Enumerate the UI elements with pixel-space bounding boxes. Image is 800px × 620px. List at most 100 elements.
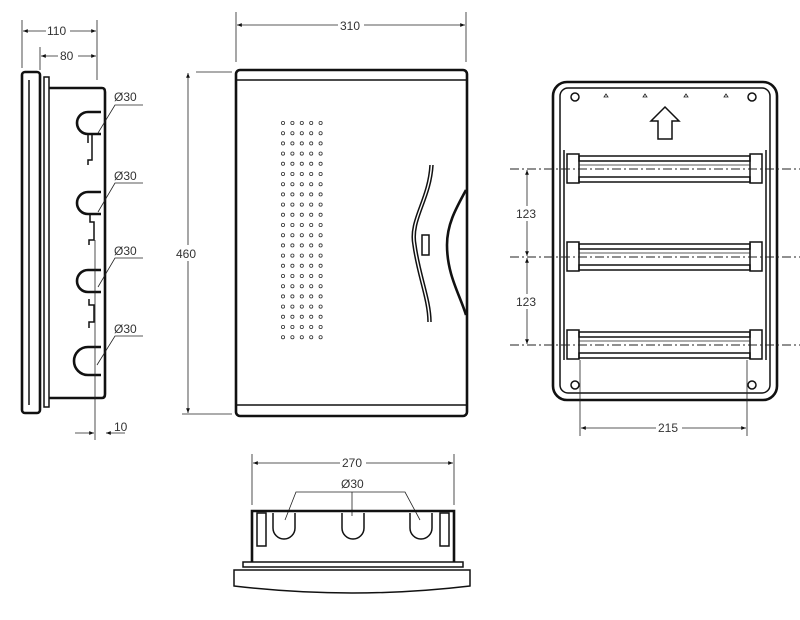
dim-width-bottom: 270 xyxy=(342,456,362,470)
vent-hole xyxy=(309,273,314,278)
dim-mount-width: 215 xyxy=(658,421,678,435)
vent-hole xyxy=(280,273,285,278)
vent-hole xyxy=(299,273,304,278)
vent-hole xyxy=(280,335,285,340)
vent-hole xyxy=(290,161,295,166)
din-rail xyxy=(566,153,763,184)
vent-hole xyxy=(290,263,295,268)
vent-hole xyxy=(280,314,285,319)
vent-hole xyxy=(280,182,285,187)
vent-hole xyxy=(309,263,314,268)
vent-hole xyxy=(290,171,295,176)
vent-hole xyxy=(309,294,314,299)
vent-hole xyxy=(318,314,323,319)
vent-hole xyxy=(290,202,295,207)
vent-hole xyxy=(318,192,323,197)
vent-hole xyxy=(318,182,323,187)
vent-hole xyxy=(309,335,314,340)
vent-hole xyxy=(318,233,323,238)
dim-height: 460 xyxy=(176,247,196,261)
vent-hole xyxy=(280,192,285,197)
vent-hole xyxy=(318,273,323,278)
vent-hole xyxy=(290,222,295,227)
vent-hole xyxy=(290,294,295,299)
dim-width-front: 310 xyxy=(340,19,360,33)
din-rail xyxy=(566,329,763,360)
vent-hole xyxy=(290,314,295,319)
vent-hole xyxy=(290,212,295,217)
vent-hole xyxy=(280,212,285,217)
vent-hole xyxy=(318,151,323,156)
vent-hole xyxy=(290,121,295,126)
vent-hole xyxy=(318,284,323,289)
side-knockout-label-4: Ø30 xyxy=(114,322,137,336)
vent-hole xyxy=(309,161,314,166)
vent-hole xyxy=(290,192,295,197)
vent-hole xyxy=(280,253,285,258)
din-rail xyxy=(566,241,763,272)
vent-hole xyxy=(290,141,295,146)
vent-hole xyxy=(318,263,323,268)
vent-hole xyxy=(309,171,314,176)
vent-hole xyxy=(318,253,323,258)
vent-hole xyxy=(309,131,314,136)
vent-hole xyxy=(290,273,295,278)
up-arrow-icon xyxy=(649,105,681,140)
vent-hole xyxy=(299,141,304,146)
vent-hole xyxy=(299,304,304,309)
vent-hole xyxy=(280,141,285,146)
bottom-view: 270 Ø30 xyxy=(233,454,471,594)
vent-hole xyxy=(309,284,314,289)
vent-hole xyxy=(290,182,295,187)
vent-hole xyxy=(309,324,314,329)
vent-hole xyxy=(299,233,304,238)
vent-hole xyxy=(309,253,314,258)
vent-hole xyxy=(290,131,295,136)
side-knockout-label-2: Ø30 xyxy=(114,169,137,183)
vent-hole xyxy=(318,243,323,248)
vent-hole xyxy=(299,284,304,289)
vent-hole xyxy=(318,212,323,217)
vent-hole xyxy=(299,171,304,176)
vent-hole xyxy=(290,304,295,309)
vent-hole xyxy=(280,121,285,126)
side-knockout-label-3: Ø30 xyxy=(114,244,137,258)
vent-hole xyxy=(309,192,314,197)
vent-hole xyxy=(318,335,323,340)
vent-hole xyxy=(299,182,304,187)
vent-hole xyxy=(309,212,314,217)
door-latch xyxy=(421,234,430,256)
dim-depth-body: 80 xyxy=(60,49,74,63)
vent-hole xyxy=(309,141,314,146)
vent-hole xyxy=(280,284,285,289)
side-knockouts xyxy=(72,110,101,377)
vent-hole xyxy=(280,171,285,176)
vent-hole xyxy=(299,263,304,268)
vent-hole xyxy=(299,314,304,319)
vent-hole xyxy=(309,314,314,319)
dim-depth-total: 110 xyxy=(47,24,66,38)
vent-hole xyxy=(309,151,314,156)
vent-hole xyxy=(299,131,304,136)
vent-hole xyxy=(290,243,295,248)
side-knockout-label-1: Ø30 xyxy=(114,90,137,104)
vent-hole xyxy=(318,121,323,126)
vent-hole xyxy=(318,161,323,166)
vent-hole xyxy=(299,192,304,197)
vent-hole xyxy=(290,151,295,156)
vent-hole xyxy=(280,161,285,166)
vent-hole xyxy=(290,253,295,258)
vent-hole xyxy=(299,121,304,126)
vent-hole xyxy=(309,121,314,126)
vent-hole xyxy=(309,182,314,187)
vent-hole xyxy=(299,151,304,156)
vent-hole xyxy=(280,222,285,227)
dim-rail-spacing-1: 123 xyxy=(516,207,536,221)
vent-hole xyxy=(290,233,295,238)
vent-hole xyxy=(299,324,304,329)
din-rails xyxy=(566,153,763,360)
bottom-knockout-label: Ø30 xyxy=(341,477,364,491)
vent-hole xyxy=(290,335,295,340)
vent-hole xyxy=(299,335,304,340)
rear-view: 123 123 215 xyxy=(510,80,800,436)
